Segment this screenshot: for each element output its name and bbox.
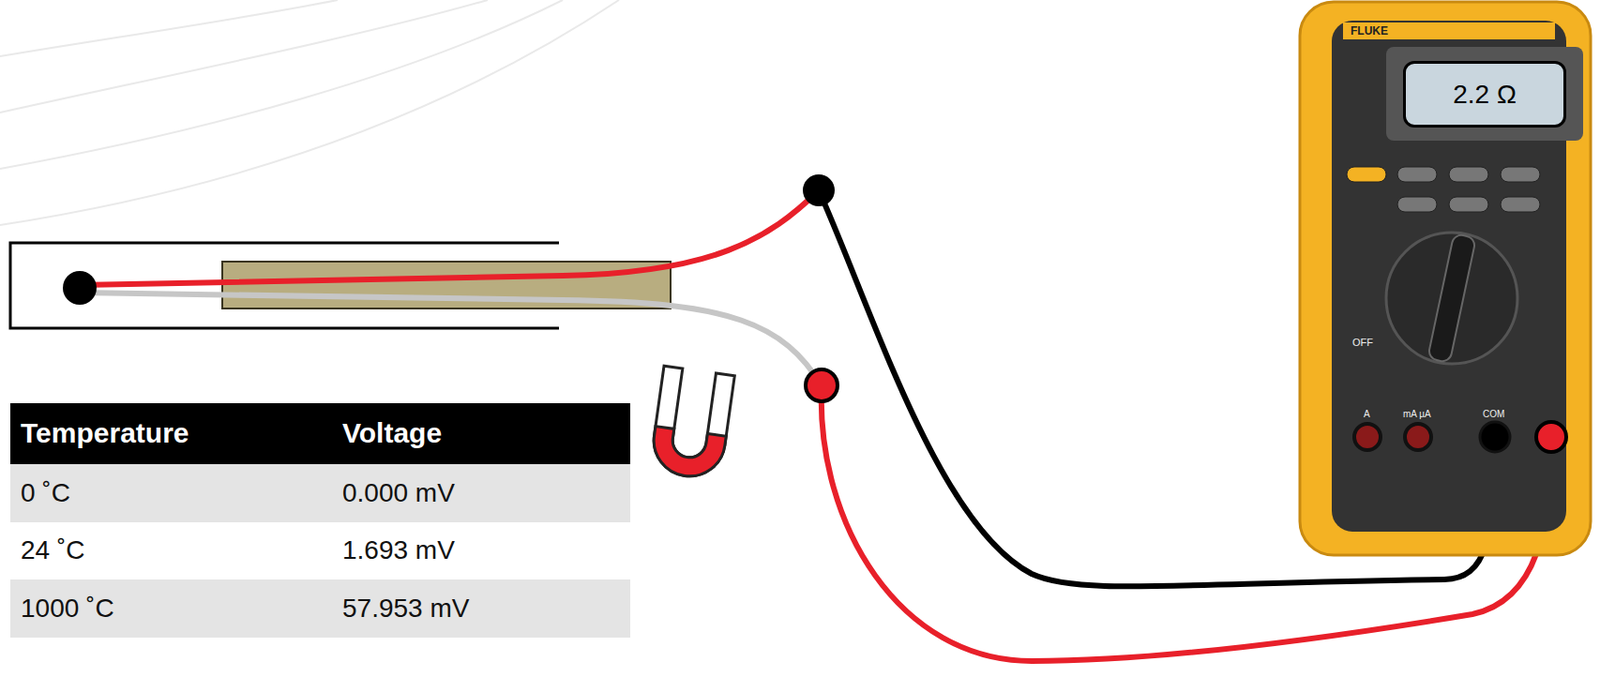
meter-buttons: [1346, 166, 1540, 212]
table-cell: 0 ˚C: [20, 480, 71, 507]
red-wire: [79, 190, 819, 286]
meter-button: [1397, 166, 1437, 182]
rotary-dial: [1386, 232, 1518, 364]
jack-marking: COM: [1482, 409, 1505, 420]
table: [10, 403, 631, 638]
magnet: [649, 365, 735, 481]
meter-button: [1397, 196, 1437, 212]
input-jacks: [1354, 422, 1567, 453]
meter-display: 2.2 Ω: [1403, 60, 1567, 128]
magnet-body: [649, 365, 735, 481]
dial-knob: [1427, 233, 1477, 363]
swoosh-line: [0, 0, 338, 57]
meter-button: [1500, 166, 1540, 182]
swoosh-line: [0, 0, 563, 169]
display-frame: [1386, 46, 1584, 141]
jack-marking: mA µA: [1403, 409, 1432, 420]
meter-button: [1346, 166, 1387, 182]
junction: [62, 271, 97, 305]
display-reading: 2.2 Ω: [1452, 79, 1517, 110]
table-cell: 24 ˚C: [20, 537, 85, 564]
table-row: [10, 522, 631, 580]
jack: [1404, 423, 1432, 451]
table-header-cell: Temperature: [20, 419, 190, 448]
table-cell: 1.693 mV: [342, 537, 455, 564]
swoosh-line: [0, 0, 619, 226]
com-jack: [1479, 422, 1510, 453]
table-cell: 0.000 mV: [342, 480, 455, 507]
dial-marking: OFF: [1352, 337, 1374, 348]
gray-wire: [79, 292, 822, 386]
table-row: [10, 579, 631, 638]
volt-jack: [1536, 422, 1567, 453]
jack: [1354, 423, 1381, 451]
meter-holster: [1299, 1, 1591, 556]
meter-brand: FLUKE: [1350, 25, 1389, 37]
black-connector: [802, 174, 835, 207]
meter-button: [1449, 166, 1489, 182]
table-row: [10, 464, 631, 523]
magnet-pole: [649, 426, 726, 482]
table-cell: 57.953 mV: [342, 595, 469, 622]
background-swoosh: [0, 0, 619, 226]
meter-brand-strip: [1343, 22, 1555, 40]
meter-button: [1449, 196, 1489, 212]
meter-face: [1331, 20, 1567, 532]
table-cell: 1000 ˚C: [20, 595, 115, 622]
meter-button: [1500, 196, 1540, 212]
table-header: [10, 403, 631, 465]
swoosh-line: [0, 0, 488, 113]
jack-marking: A: [1363, 409, 1371, 420]
multimeter: [1299, 1, 1591, 556]
red-connector: [805, 369, 838, 402]
table-header-cell: Voltage: [342, 419, 442, 448]
